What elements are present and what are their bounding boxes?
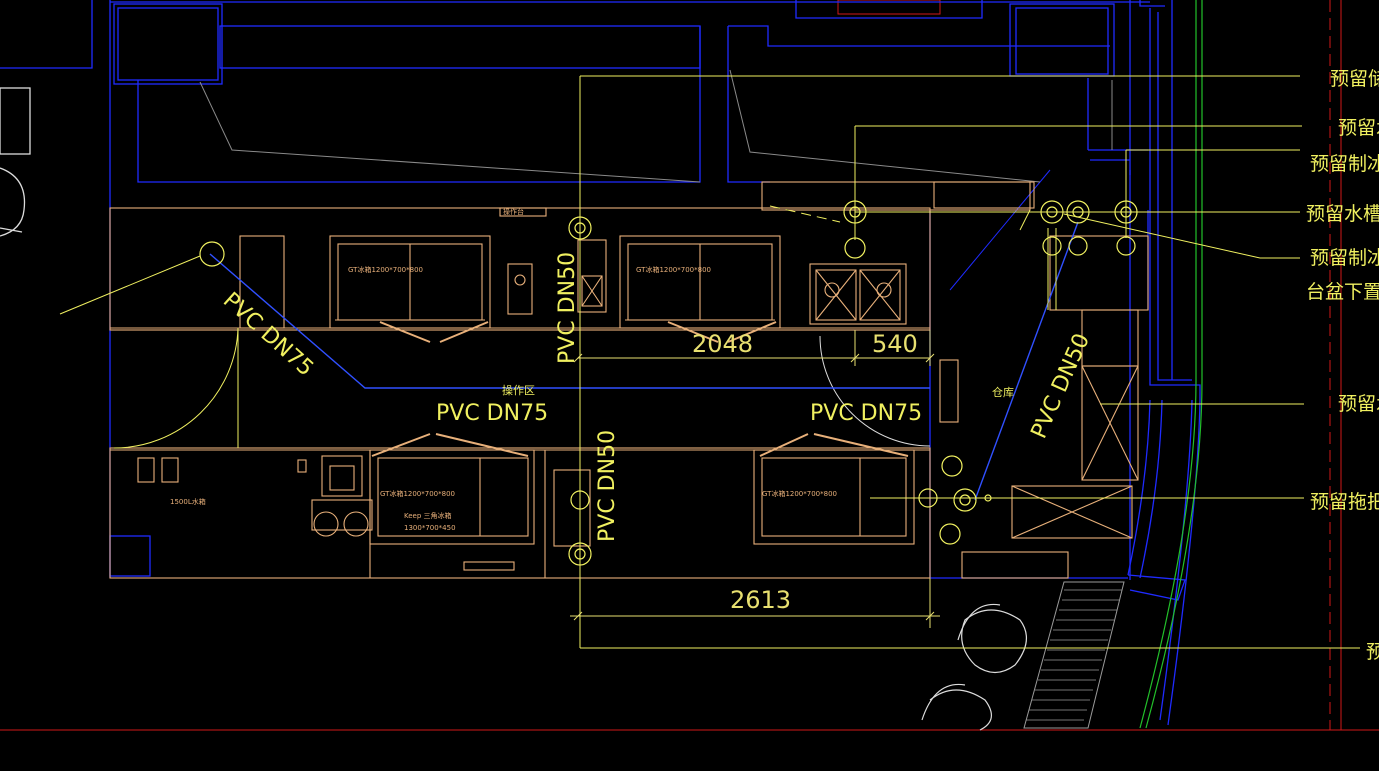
label-fridge-2: GT冰箱1200*700*800 bbox=[636, 265, 711, 274]
door-swings bbox=[113, 327, 931, 449]
equipment-layout bbox=[109, 181, 1149, 579]
pipe-label-dn50-diagonal: PVC DN50 bbox=[1027, 330, 1095, 443]
callout-reserve-storage[interactable]: 预留储 bbox=[1330, 68, 1379, 90]
water-pipes bbox=[59, 75, 1360, 649]
label-fridge-1: GT冰箱1200*700*800 bbox=[348, 265, 423, 274]
callout-reserve-bottom[interactable]: 预 bbox=[1366, 641, 1379, 663]
callout-reserve-ice-2[interactable]: 预留制冰 bbox=[1310, 247, 1379, 269]
callout-reserve-mop[interactable]: 预留拖把 bbox=[1310, 491, 1379, 513]
green-boundary bbox=[1139, 0, 1203, 729]
label-keep-model: Keep 三角冰箱 bbox=[404, 511, 452, 520]
callout-undercounter-basin[interactable]: 台盆下置 bbox=[1306, 281, 1379, 303]
pipe-risers bbox=[199, 200, 1138, 566]
equipment-labels: GT冰箱1200*700*800 GT冰箱1200*700*800 GT冰箱12… bbox=[170, 207, 837, 532]
callout-reserve-ice-1[interactable]: 预留制冰 bbox=[1310, 153, 1379, 175]
label-tank: 1500L水箱 bbox=[170, 497, 206, 506]
drawing-frame bbox=[0, 0, 1379, 731]
section-lines bbox=[199, 69, 1113, 183]
dimension-2613: 2613 bbox=[730, 586, 791, 614]
label-fridge-3: GT冰箱1200*700*800 bbox=[380, 489, 455, 498]
label-operation-area: 操作区 bbox=[502, 383, 535, 397]
building-walls bbox=[0, 0, 1201, 726]
label-storage: 仓库 bbox=[992, 385, 1014, 399]
drain-pipes bbox=[209, 221, 1079, 501]
pipe-label-dn50-bottom: PVC DN50 bbox=[595, 430, 620, 542]
dimension-lines bbox=[570, 330, 940, 628]
dimension-labels: 2048 540 2613 bbox=[692, 330, 918, 614]
callout-labels: 预留储 预留水 预留制冰 预留水槽 预留制冰 台盆下置 预留水 预留拖把 预 bbox=[1306, 68, 1379, 663]
dimension-540: 540 bbox=[872, 330, 918, 358]
dimension-2048: 2048 bbox=[692, 330, 753, 358]
callout-reserve-water-1[interactable]: 预留水 bbox=[1338, 117, 1379, 139]
ramp-hatch bbox=[1023, 581, 1125, 729]
callout-reserve-water-2[interactable]: 预留水 bbox=[1338, 393, 1379, 415]
callout-reserve-sink[interactable]: 预留水槽 bbox=[1306, 203, 1379, 225]
chairs bbox=[921, 603, 1027, 731]
label-keep-size: 1300*700*450 bbox=[404, 524, 456, 532]
room-labels: 操作区 仓库 bbox=[502, 383, 1014, 399]
pipe-label-dn75-right: PVC DN75 bbox=[810, 401, 922, 426]
pipe-label-dn50-top: PVC DN50 bbox=[555, 252, 580, 364]
label-fridge-4: GT冰箱1200*700*800 bbox=[762, 489, 837, 498]
pipe-label-dn75-middle: PVC DN75 bbox=[436, 401, 548, 426]
label-counter-top: 操作台 bbox=[503, 207, 524, 216]
